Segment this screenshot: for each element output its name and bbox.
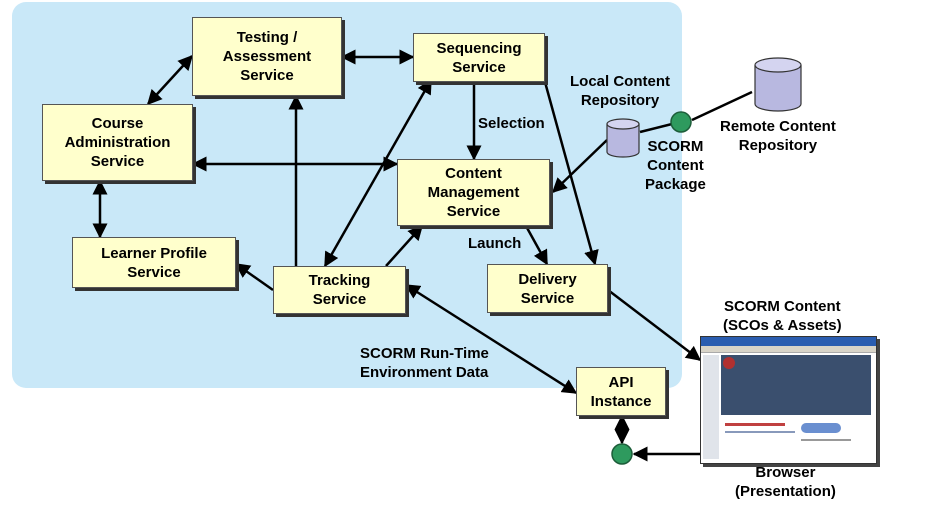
link-sequencing-delivery: [543, 81, 599, 266]
remote-repository-icon: [754, 57, 802, 112]
browser-logo-icon: [723, 357, 735, 369]
sequencing-service: Sequencing Service: [413, 33, 545, 82]
link-tracking-content: [385, 224, 424, 267]
browser-sidebar: [703, 355, 719, 459]
browser-logo-badge: [801, 423, 841, 433]
link-node-local: [639, 122, 673, 134]
browser-title-bar: [701, 337, 876, 346]
connector-node-browser: [611, 443, 633, 465]
api-instance: API Instance: [576, 367, 666, 416]
browser-window-thumbnail: [700, 336, 877, 464]
testing-assessment-service: Testing / Assessment Service: [192, 17, 342, 96]
browser-label: Browser (Presentation): [735, 464, 836, 500]
link-remote-node: [691, 90, 753, 122]
browser-hero-image: [721, 355, 871, 415]
link-content-delivery: [524, 225, 549, 266]
browser-toolbar: [701, 346, 876, 353]
local-repository-label: Local Content Repository: [570, 73, 670, 109]
scorm-package-label: SCORM Content Package: [645, 138, 706, 193]
course-administration-service: Course Administration Service: [42, 104, 193, 181]
content-management-service: Content Management Service: [397, 159, 550, 226]
link-repo-content: [551, 139, 608, 194]
runtime-data-label: SCORM Run-Time Environment Data: [360, 345, 489, 381]
local-repository-icon: [606, 118, 640, 158]
scorm-content-label: SCORM Content (SCOs & Assets): [723, 298, 842, 334]
learner-profile-service: Learner Profile Service: [72, 237, 236, 288]
browser-text-line: [725, 423, 785, 426]
browser-text-line: [725, 431, 795, 433]
selection-label: Selection: [478, 115, 545, 132]
delivery-service: Delivery Service: [487, 264, 608, 313]
link-testing-courseadmin: [146, 54, 194, 106]
connector-node-remote: [670, 111, 692, 133]
link-tracking-sequencing: [323, 78, 433, 268]
remote-repository-label: Remote Content Repository: [720, 118, 836, 154]
link-tracking-api: [404, 283, 578, 395]
launch-label: Launch: [468, 235, 522, 252]
link-tracking-learner: [234, 262, 274, 292]
link-delivery-browser: [607, 289, 702, 361]
browser-text-line: [801, 439, 851, 441]
tracking-service: Tracking Service: [273, 266, 406, 314]
